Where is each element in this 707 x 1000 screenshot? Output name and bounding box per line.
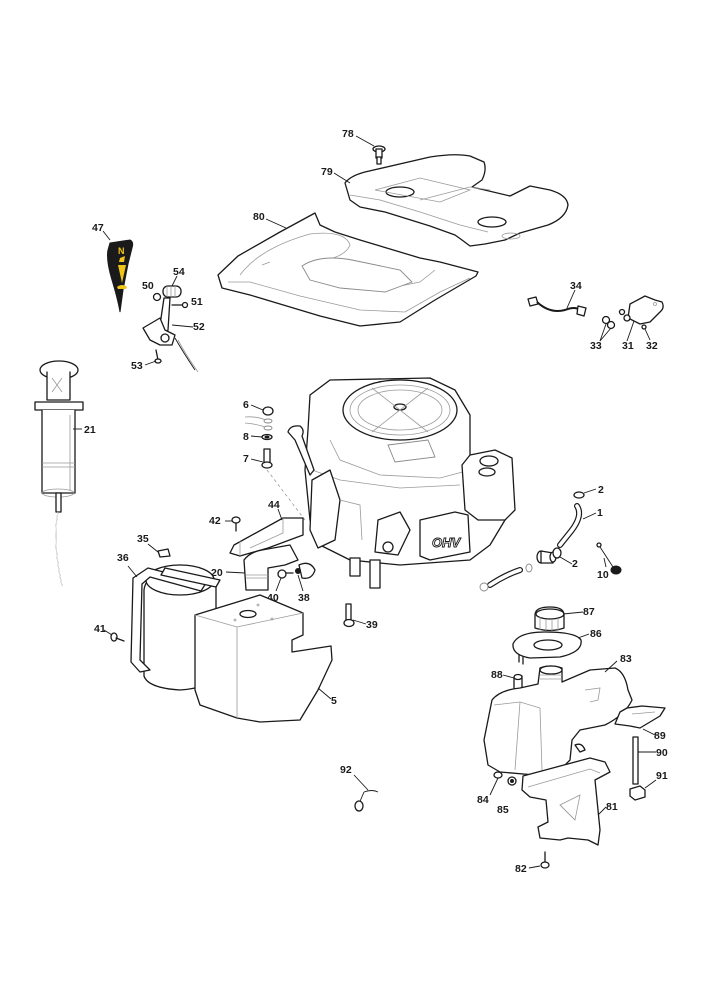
part-washer-85[interactable]	[507, 776, 517, 786]
part-oil-syringe-21[interactable]	[34, 360, 84, 587]
callout-2-upper[interactable]: 2	[598, 484, 604, 496]
callout-79[interactable]: 79	[321, 166, 333, 178]
callout-53[interactable]: 53	[131, 360, 143, 372]
part-tank-support-81[interactable]	[521, 757, 611, 846]
callout-38[interactable]: 36	[117, 552, 129, 564]
part-screw-41[interactable]	[110, 632, 125, 642]
callout-32[interactable]: 32	[646, 340, 658, 352]
callout-8[interactable]: 8	[243, 431, 249, 443]
part-screw-42[interactable]	[231, 516, 241, 532]
part-bolt-5[interactable]	[343, 603, 355, 628]
callout-36[interactable]: 38	[298, 592, 310, 604]
part-fuel-cap-87[interactable]	[534, 606, 565, 632]
part-exhaust-bracket-44[interactable]	[229, 517, 304, 557]
part-nuts-33[interactable]	[601, 315, 616, 330]
callout-84[interactable]: 84	[477, 794, 489, 806]
callout-78[interactable]: 78	[342, 128, 354, 140]
part-screw-78[interactable]	[372, 145, 386, 165]
part-fuel-tank-83[interactable]	[483, 665, 666, 776]
part-gasket-36[interactable]	[295, 562, 316, 579]
part-cable-tie-10[interactable]	[596, 542, 622, 575]
part-nut-6[interactable]	[262, 406, 274, 416]
callout-42[interactable]: 42	[209, 515, 221, 527]
part-hose-clamp-2-upper[interactable]	[573, 491, 585, 499]
callout-52[interactable]: 52	[193, 321, 205, 333]
callout-87[interactable]: 87	[583, 606, 595, 618]
part-nut-50[interactable]	[152, 292, 162, 302]
callout-92[interactable]: 92	[340, 764, 352, 776]
callout-90[interactable]: 90	[656, 747, 668, 759]
part-decal-47[interactable]: N	[107, 239, 134, 313]
callout-86[interactable]: 86	[590, 628, 602, 640]
callout-54[interactable]: 54	[173, 266, 185, 278]
callout-88[interactable]: 88	[491, 669, 503, 681]
callout-83[interactable]: 83	[620, 653, 632, 665]
part-wire-terminals	[244, 416, 273, 431]
part-hose-clamp-2-lower[interactable]	[552, 547, 562, 559]
decal-letter: N	[118, 246, 125, 256]
part-upper-cover-79[interactable]	[344, 154, 569, 247]
throttle-wedge-icon	[118, 265, 126, 283]
callout-35[interactable]: 40	[267, 592, 279, 604]
callout-91[interactable]: 91	[656, 770, 668, 782]
part-bolt-7[interactable]	[261, 448, 273, 469]
callout-20[interactable]: 35	[137, 533, 149, 545]
part-screw-82[interactable]	[540, 851, 550, 869]
part-washer-8[interactable]	[261, 433, 273, 441]
callout-50[interactable]: 50	[142, 280, 154, 292]
callout-1[interactable]: 1	[597, 507, 603, 519]
callout-10[interactable]: 10	[597, 569, 609, 581]
callout-33[interactable]: 33	[590, 340, 602, 352]
callout-89[interactable]: 89	[654, 730, 666, 742]
part-exhaust-pipe-40[interactable]	[243, 544, 299, 591]
part-grommet-84[interactable]	[493, 771, 503, 779]
callout-2-lower[interactable]: 2	[572, 558, 578, 570]
callout-7[interactable]: 7	[243, 453, 249, 465]
part-clip-20[interactable]	[157, 548, 171, 558]
callout-85[interactable]: 85	[497, 804, 509, 816]
callout-34[interactable]: 34	[570, 280, 582, 292]
callout-51[interactable]: 51	[191, 296, 203, 308]
part-tank-collar-86[interactable]	[512, 631, 582, 665]
part-stud-90[interactable]	[632, 736, 639, 785]
part-solenoid-31[interactable]	[618, 295, 664, 325]
engine-marking-ohv: OHV	[432, 535, 462, 550]
callout-80[interactable]: 80	[253, 211, 265, 223]
part-bolt-51[interactable]	[171, 301, 189, 309]
part-engine[interactable]: OHV	[287, 377, 516, 589]
part-muffler-guard-39[interactable]	[194, 594, 333, 723]
part-wiring-lead-34[interactable]	[527, 296, 587, 317]
callout-21[interactable]: 21	[84, 424, 96, 436]
part-bolt-35[interactable]	[277, 569, 294, 579]
part-fuel-hose-1[interactable]	[487, 503, 583, 588]
rabbit-icon	[119, 256, 125, 262]
part-spring-clip-92[interactable]	[354, 790, 379, 812]
callout-39[interactable]: 5	[331, 695, 337, 707]
callout-31[interactable]: 31	[622, 340, 634, 352]
turtle-icon	[117, 285, 127, 289]
callout-82[interactable]: 82	[515, 863, 527, 875]
callout-44[interactable]: 44	[268, 499, 280, 511]
callout-40[interactable]: 20	[211, 567, 223, 579]
callout-41[interactable]: 41	[94, 623, 106, 635]
callout-81[interactable]: 81	[606, 801, 618, 813]
part-throttle-lever-52[interactable]	[142, 297, 199, 373]
callout-5[interactable]: 39	[366, 619, 378, 631]
part-lower-cover-80[interactable]	[217, 212, 479, 327]
callout-47[interactable]: 47	[92, 222, 104, 234]
part-screw-53[interactable]	[154, 349, 162, 364]
part-throttle-knob-54[interactable]	[162, 285, 182, 298]
part-screw-32[interactable]	[641, 324, 647, 330]
callout-6[interactable]: 6	[243, 399, 249, 411]
part-nut-91[interactable]	[629, 785, 646, 801]
